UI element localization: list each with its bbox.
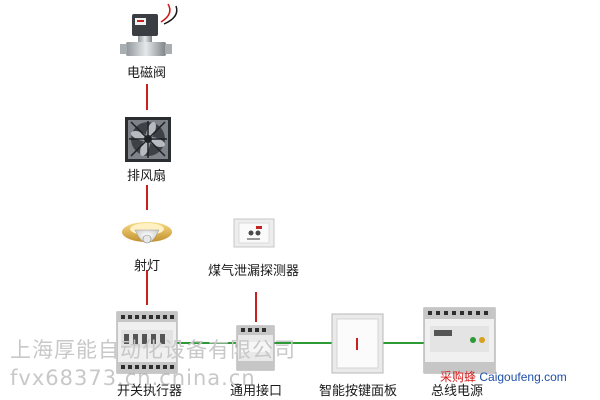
- spotlight-image: [122, 222, 172, 244]
- exhaust-fan-image: [125, 117, 171, 162]
- brand-badge: 采购蜂 Caigoufeng.com: [440, 368, 567, 385]
- bus-power-image: [423, 307, 496, 374]
- spotlight-label: 射灯: [134, 259, 161, 274]
- company-watermark: 上海厚能自动化设备有限公司: [10, 338, 296, 362]
- smart-panel-image: [331, 313, 384, 374]
- red-connection-lines: [146, 84, 358, 351]
- brand-name: 采购蜂: [440, 370, 477, 384]
- power-label: 总线电源: [431, 384, 484, 399]
- brand-url: Caigoufeng.com: [479, 370, 567, 384]
- gas-detector-label: 煤气泄漏探测器: [208, 264, 300, 279]
- panel-label: 智能按键面板: [319, 384, 398, 399]
- valve-label: 电磁阀: [127, 66, 167, 81]
- switch-actuator-image: [116, 311, 178, 374]
- universal-interface-image: [236, 325, 275, 371]
- solenoid-valve-image: [120, 3, 178, 56]
- switch-actuator-label: 开关执行器: [117, 384, 183, 399]
- code-watermark: fvx68373.cn.china.cn: [10, 366, 256, 390]
- interface-label: 通用接口: [230, 384, 283, 399]
- gas-detector-image: [233, 218, 275, 248]
- fan-label: 排风扇: [127, 169, 167, 184]
